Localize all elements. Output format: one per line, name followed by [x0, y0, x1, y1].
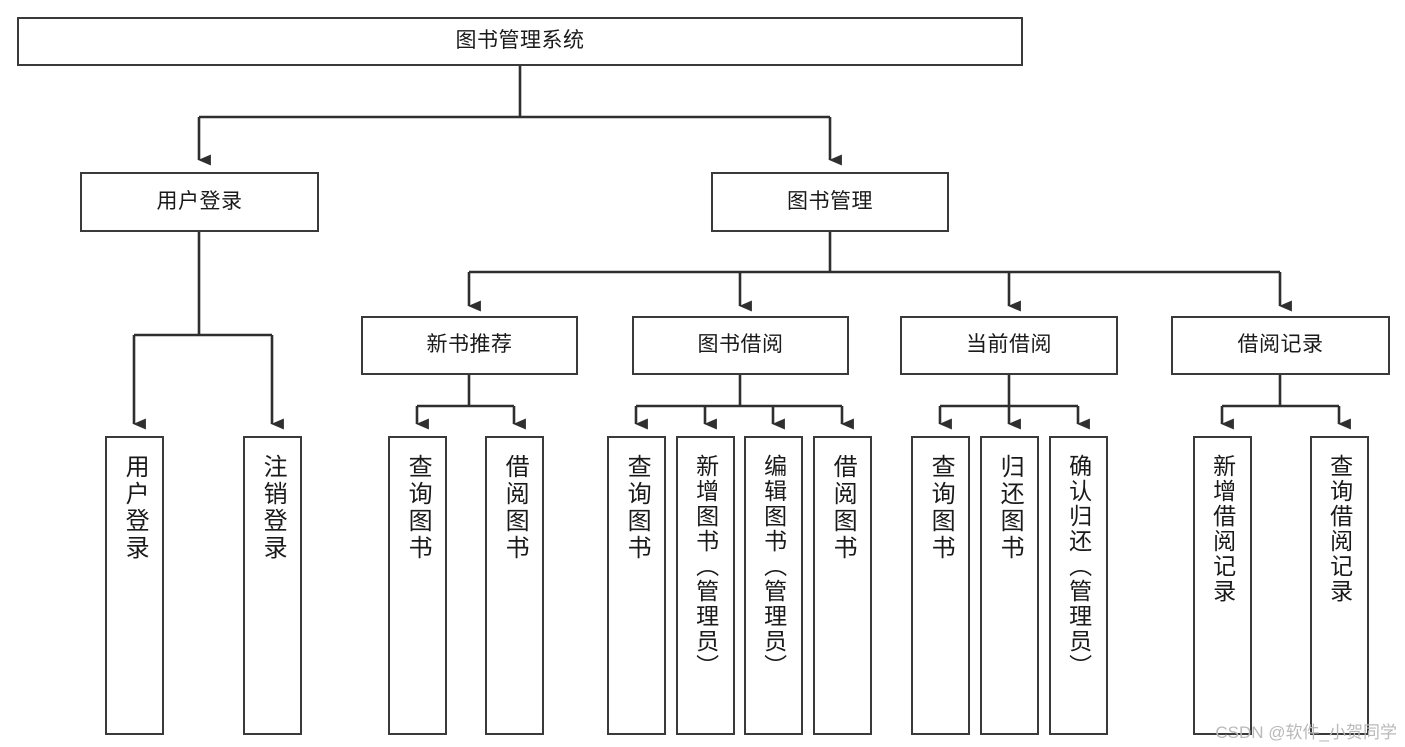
node-leaf-user-logout-label: 注销登录 — [259, 454, 287, 562]
node-leaf-query-book-3-label: 查询图书 — [927, 454, 955, 562]
node-new-book-rec[interactable]: 新书推荐 — [361, 316, 578, 375]
node-leaf-query-record[interactable]: 查询借阅记录 — [1310, 436, 1369, 735]
node-user-login[interactable]: 用户登录 — [80, 172, 319, 232]
node-new-book-rec-label: 新书推荐 — [426, 333, 513, 357]
node-leaf-return-book-label: 归还图书 — [996, 454, 1024, 562]
csdn-watermark: CSDN @软件_小贺同学 — [1215, 723, 1397, 742]
node-user-login-label: 用户登录 — [156, 189, 243, 213]
node-book-manage-label: 图书管理 — [787, 189, 873, 213]
node-leaf-query-book-1-label: 查询图书 — [404, 454, 432, 562]
node-leaf-query-book-2-label: 查询图书 — [623, 454, 651, 562]
node-leaf-confirm-return[interactable]: 确认归还（管理员） — [1049, 436, 1108, 735]
node-book-manage[interactable]: 图书管理 — [711, 172, 949, 232]
node-leaf-user-login[interactable]: 用户登录 — [105, 436, 164, 735]
node-root-label: 图书管理系统 — [455, 29, 585, 53]
node-leaf-return-book[interactable]: 归还图书 — [980, 436, 1039, 735]
node-leaf-user-logout[interactable]: 注销登录 — [243, 436, 302, 735]
node-leaf-query-record-label: 查询借阅记录 — [1326, 454, 1353, 604]
node-current-borrow[interactable]: 当前借阅 — [900, 316, 1118, 375]
node-leaf-borrow-book-2-label: 借阅图书 — [829, 454, 857, 562]
node-leaf-query-book-1[interactable]: 查询图书 — [388, 436, 447, 735]
node-leaf-borrow-book-1-label: 借阅图书 — [501, 454, 529, 562]
node-leaf-add-record-label: 新增借阅记录 — [1209, 454, 1236, 604]
node-book-borrow-label: 图书借阅 — [697, 333, 784, 357]
node-leaf-add-book-label: 新增图书（管理员） — [692, 454, 719, 679]
node-leaf-edit-book-label: 编辑图书（管理员） — [760, 454, 787, 679]
node-book-borrow[interactable]: 图书借阅 — [632, 316, 849, 375]
node-leaf-query-book-2[interactable]: 查询图书 — [607, 436, 666, 735]
node-borrow-record-label: 借阅记录 — [1237, 333, 1324, 357]
node-leaf-edit-book[interactable]: 编辑图书（管理员） — [744, 436, 803, 735]
node-leaf-borrow-book-2[interactable]: 借阅图书 — [813, 436, 872, 735]
node-borrow-record[interactable]: 借阅记录 — [1171, 316, 1390, 375]
node-leaf-user-login-label: 用户登录 — [121, 454, 149, 562]
node-leaf-borrow-book-1[interactable]: 借阅图书 — [485, 436, 544, 735]
node-leaf-add-record[interactable]: 新增借阅记录 — [1193, 436, 1252, 735]
node-leaf-add-book[interactable]: 新增图书（管理员） — [676, 436, 735, 735]
node-current-borrow-label: 当前借阅 — [966, 333, 1052, 357]
node-root[interactable]: 图书管理系统 — [17, 17, 1023, 66]
node-leaf-query-book-3[interactable]: 查询图书 — [911, 436, 970, 735]
node-leaf-confirm-return-label: 确认归还（管理员） — [1065, 454, 1092, 679]
